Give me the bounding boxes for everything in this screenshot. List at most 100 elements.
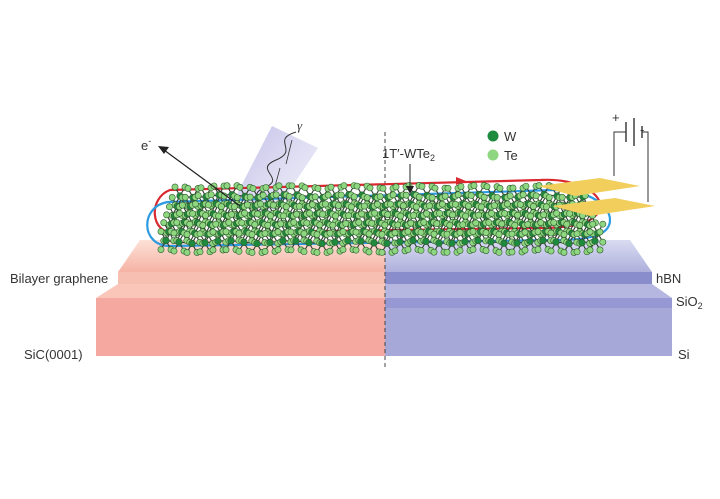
- te-atom: [316, 221, 324, 229]
- te-atom: [433, 220, 441, 228]
- te-atom: [287, 246, 295, 254]
- w-atom: [370, 239, 378, 247]
- te-atom: [235, 229, 243, 237]
- w-atom: [162, 236, 170, 245]
- te-atom: [418, 182, 426, 190]
- te-atom: [184, 185, 192, 192]
- w-atom: [422, 237, 430, 245]
- te-atom: [503, 200, 511, 208]
- w-atom: [487, 238, 495, 246]
- te-atom: [596, 228, 604, 236]
- w-atom: [279, 237, 287, 245]
- te-atom: [381, 221, 389, 229]
- te-atom: [249, 185, 257, 192]
- te-atom: [248, 231, 256, 238]
- te-atom: [459, 221, 467, 229]
- arrow-up-left-icon: [158, 146, 241, 207]
- w-atom: [292, 237, 300, 245]
- te-atom: [326, 229, 334, 237]
- te-atom: [189, 210, 196, 218]
- te-atom: [524, 221, 532, 228]
- te-atom: [545, 194, 553, 201]
- w-atom: [227, 237, 235, 245]
- edge-state-blue-loop: [146, 188, 612, 248]
- te-atom: [355, 218, 363, 226]
- hbn-layer: [385, 272, 652, 284]
- te-atom: [589, 220, 597, 228]
- te-atom: [530, 202, 537, 210]
- te-atom: [324, 191, 332, 199]
- te-atom: [217, 203, 225, 210]
- te-atom: [157, 246, 165, 253]
- substrate-stack: [96, 240, 672, 356]
- te-atom: [480, 193, 488, 201]
- te-atom: [586, 228, 594, 236]
- te-atom: [275, 182, 283, 190]
- te-atom: [251, 221, 259, 228]
- red-arrowhead: [456, 177, 466, 185]
- te-atom: [248, 249, 256, 256]
- te-atom: [300, 230, 308, 238]
- label-sio2: SiO2: [676, 294, 703, 311]
- te-atom: [313, 249, 321, 256]
- te-atom: [389, 191, 397, 199]
- te-atom: [254, 210, 261, 218]
- te-atom: [537, 219, 545, 227]
- te-atom: [246, 193, 254, 201]
- te-atom: [425, 202, 433, 210]
- te-atom: [267, 212, 274, 220]
- te-atom: [261, 248, 269, 255]
- te-atom: [285, 192, 293, 200]
- te-atom: [501, 210, 508, 217]
- te-atom: [194, 192, 202, 199]
- te-atom: [209, 246, 217, 254]
- contact-pad-upper: [538, 178, 640, 196]
- sic-top-surface: [96, 284, 385, 298]
- material-pointer-head: [406, 186, 414, 194]
- electron-label: e-: [141, 136, 151, 153]
- te-atom: [332, 212, 339, 220]
- te-atom: [543, 203, 550, 211]
- wte2-lattice: [157, 182, 607, 256]
- te-atom: [420, 218, 428, 226]
- w-atom: [214, 237, 222, 245]
- battery-minus-sign: -: [640, 122, 644, 137]
- te-atom: [178, 201, 186, 209]
- te-atom: [262, 184, 270, 191]
- te-atom: [391, 229, 399, 237]
- te-atom: [472, 219, 480, 227]
- te-atom: [527, 212, 534, 220]
- te-atom: [183, 231, 191, 238]
- w-atom: [383, 239, 391, 247]
- te-atom: [514, 211, 521, 219]
- w-atom: [526, 237, 534, 245]
- w-atom: [253, 239, 261, 248]
- te-atom: [352, 246, 360, 254]
- te-atom: [157, 228, 165, 235]
- te-atom: [469, 246, 477, 253]
- te-atom: [378, 248, 386, 256]
- w-atom: [578, 239, 586, 247]
- te-atom: [225, 219, 233, 226]
- te-atom: [394, 221, 402, 229]
- te-atom: [443, 248, 451, 256]
- te-atom: [517, 201, 524, 208]
- te-atom: [449, 211, 456, 219]
- te-atom: [186, 220, 194, 228]
- te-atom: [521, 228, 529, 236]
- te-atom: [496, 184, 504, 192]
- te-atom: [163, 211, 170, 219]
- te-atom: [256, 200, 264, 208]
- w-atom: [240, 238, 248, 246]
- te-atom: [272, 191, 280, 199]
- te-atom: [352, 228, 360, 236]
- te-atom: [495, 230, 503, 238]
- te-atom: [446, 221, 454, 229]
- te-atom: [436, 209, 443, 217]
- te-atom: [223, 182, 231, 190]
- graphene-layer: [118, 272, 385, 284]
- te-atom: [365, 230, 373, 238]
- te-atom: [306, 209, 313, 217]
- te-atom: [345, 212, 352, 220]
- te-atom: [342, 220, 350, 227]
